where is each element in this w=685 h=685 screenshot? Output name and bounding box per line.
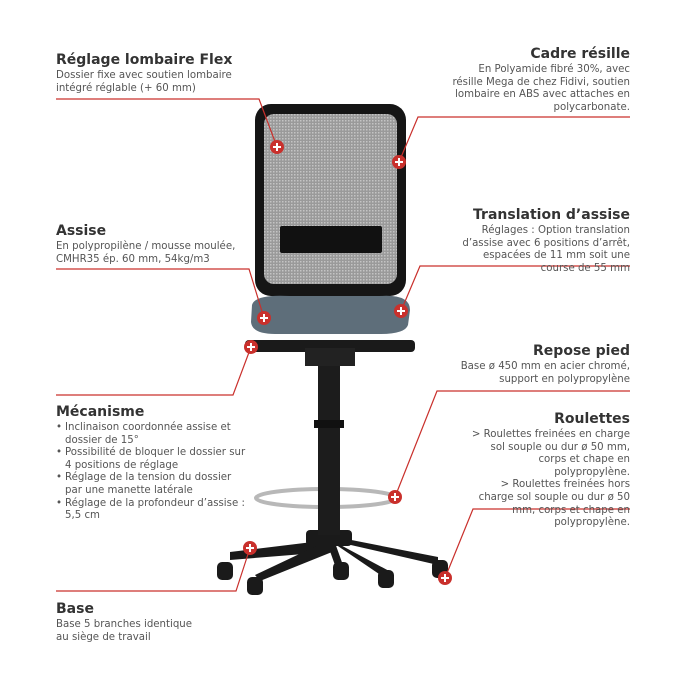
callout-text: Réglages : Option translation d’assise a… [462,225,630,274]
callout-text: Base 5 branches identique au siège de tr… [56,619,193,643]
list-item: Inclinaison coordonnée assise et dossier… [56,422,246,447]
callout-title: Réglage lombaire Flex [56,52,233,68]
callout-title: Mécanisme [56,404,145,420]
callout-base: Base Base 5 branches identique au siège … [56,601,206,644]
callout-text: Base ø 450 mm en acier chromé, support e… [460,361,630,385]
callout-title: Assise [56,223,107,239]
backrest-mesh [264,114,397,284]
plus-marker-assise [257,311,271,325]
gas-column [318,360,340,535]
list-item: Réglage de la profondeur d’assise : 5,5 … [56,498,246,523]
seat-cushion [251,295,410,334]
plus-marker-cadre [392,155,406,169]
callout-title: Roulettes [554,411,630,427]
callout-repose: Repose pied Base ø 450 mm en acier chrom… [460,343,630,386]
plus-marker-lombaire [270,140,284,154]
plus-marker-roulettes [438,571,452,585]
callout-title: Repose pied [533,343,630,359]
plus-marker-repose [388,490,402,504]
lumbar-support [280,226,382,253]
plus-marker-base [243,541,257,555]
callout-text: Dossier fixe avec soutien lombaire intég… [56,70,232,94]
callout-title: Cadre résille [530,46,630,62]
callout-title: Base [56,601,94,617]
callout-text: En polypropilène / mousse moulée, CMHR35… [56,241,236,265]
callout-text: > Roulettes freinées en charge sol soupl… [471,429,630,478]
callout-roulettes: Roulettes > Roulettes freinées en charge… [470,411,630,530]
callout-assise: Assise En polypropilène / mousse moulée,… [56,223,256,266]
callout-translation: Translation d’assise Réglages : Option t… [450,207,630,275]
callout-lines [56,98,630,592]
list-item: Réglage de la tension du dossier par une… [56,472,246,497]
plus-markers [243,140,452,585]
callout-mecanisme: Mécanisme Inclinaison coordonnée assise … [56,404,246,523]
mechanism [245,340,415,352]
callout-title: Translation d’assise [473,207,630,223]
callout-text: En Polyamide fibré 30%, avec résille Meg… [452,64,630,113]
callout-lombaire: Réglage lombaire Flex Dossier fixe avec … [56,52,256,95]
plus-marker-translation [394,304,408,318]
callout-text: > Roulettes freinées hors charge sol sou… [478,479,630,529]
plus-marker-mecanisme [244,340,258,354]
list-item: Possibilité de bloquer le dossier sur 4 … [56,447,246,472]
callout-cadre: Cadre résille En Polyamide fibré 30%, av… [450,46,630,114]
chair-base [217,530,448,595]
